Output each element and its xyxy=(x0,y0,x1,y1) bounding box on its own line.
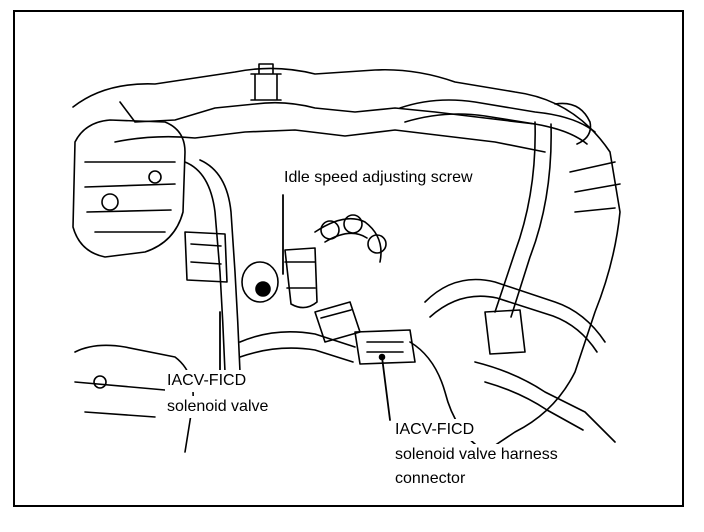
solenoid-valve-label-line1: IACV-FICD xyxy=(165,370,249,392)
intake-manifold-outline xyxy=(72,67,621,461)
right-top-pipe xyxy=(399,99,596,145)
harness-connector-label-line1: IACV-FICD xyxy=(393,419,477,441)
idle-speed-screw xyxy=(255,281,271,297)
center-hoses xyxy=(314,217,382,263)
left-hose-a xyxy=(184,161,226,373)
harness-connector xyxy=(354,329,416,365)
left-throttle-detail xyxy=(84,161,176,233)
connector-clip xyxy=(314,301,361,343)
right-long-pipe-b xyxy=(510,123,552,318)
solenoid-valve-body xyxy=(184,231,228,283)
harness-connector-label-line3: connector xyxy=(393,468,468,490)
center-fitting xyxy=(284,247,318,309)
manifold-top xyxy=(119,101,536,125)
idle-speed-screw-label: Idle speed adjusting screw xyxy=(282,167,475,189)
harness-connector-label-line2: solenoid valve harness xyxy=(393,444,560,466)
connector-leader xyxy=(381,356,391,421)
diagram-frame: Idle speed adjusting screw IACV-FICD sol… xyxy=(13,10,684,507)
lower-bolt xyxy=(93,375,107,389)
right-pipe-end xyxy=(484,309,526,355)
lower-right-casting xyxy=(474,361,616,443)
idle-screw-housing xyxy=(241,261,279,303)
manifold-rib xyxy=(114,129,546,153)
engine-line-drawing xyxy=(72,63,621,461)
left-throttle-bolt xyxy=(101,193,119,211)
top-fitting xyxy=(250,63,282,101)
left-throttle-body xyxy=(72,119,186,258)
right-long-pipe-a xyxy=(494,121,536,313)
solenoid-valve-label-line2: solenoid valve xyxy=(165,396,271,418)
left-hose-b xyxy=(199,159,241,373)
right-elbow xyxy=(554,102,592,145)
right-hoses xyxy=(424,278,606,353)
